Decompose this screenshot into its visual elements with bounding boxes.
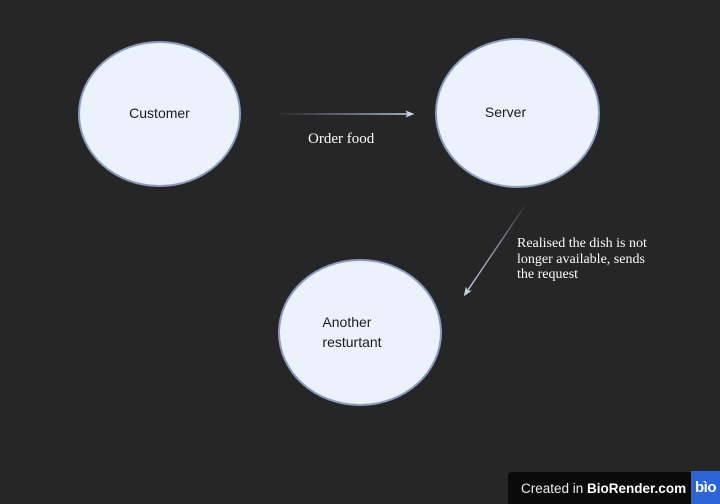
edge-order-food-label: Order food: [308, 131, 375, 147]
watermark-brand: BioRender.com: [587, 480, 687, 496]
node-server-label: Server: [484, 104, 527, 121]
node-customer: Customer: [78, 41, 241, 187]
node-another-restaurant-label: Another resturtant: [322, 313, 381, 352]
edge-realised-arrow: [463, 203, 527, 297]
edge-realised-label-line2: longer available, sends: [517, 251, 645, 267]
node-another-restaurant-label-line2: resturtant: [322, 333, 382, 350]
node-customer-label: Customer: [129, 105, 190, 122]
watermark-prefix: Created in: [521, 480, 588, 496]
watermark-bar: Created in BioRender.com: [508, 472, 691, 504]
node-server: Server: [435, 38, 600, 188]
node-another-restaurant: Another resturtant: [278, 259, 442, 406]
biorender-logo-icon: bìo: [691, 471, 720, 504]
edge-realised-label-line1: Realised the dish is not: [517, 236, 647, 251]
edge-realised-label: Realised the dish is not longer availabl…: [517, 236, 647, 283]
edge-realised-label-line3: the request: [517, 267, 579, 283]
node-another-restaurant-label-line1: Another: [322, 314, 372, 330]
